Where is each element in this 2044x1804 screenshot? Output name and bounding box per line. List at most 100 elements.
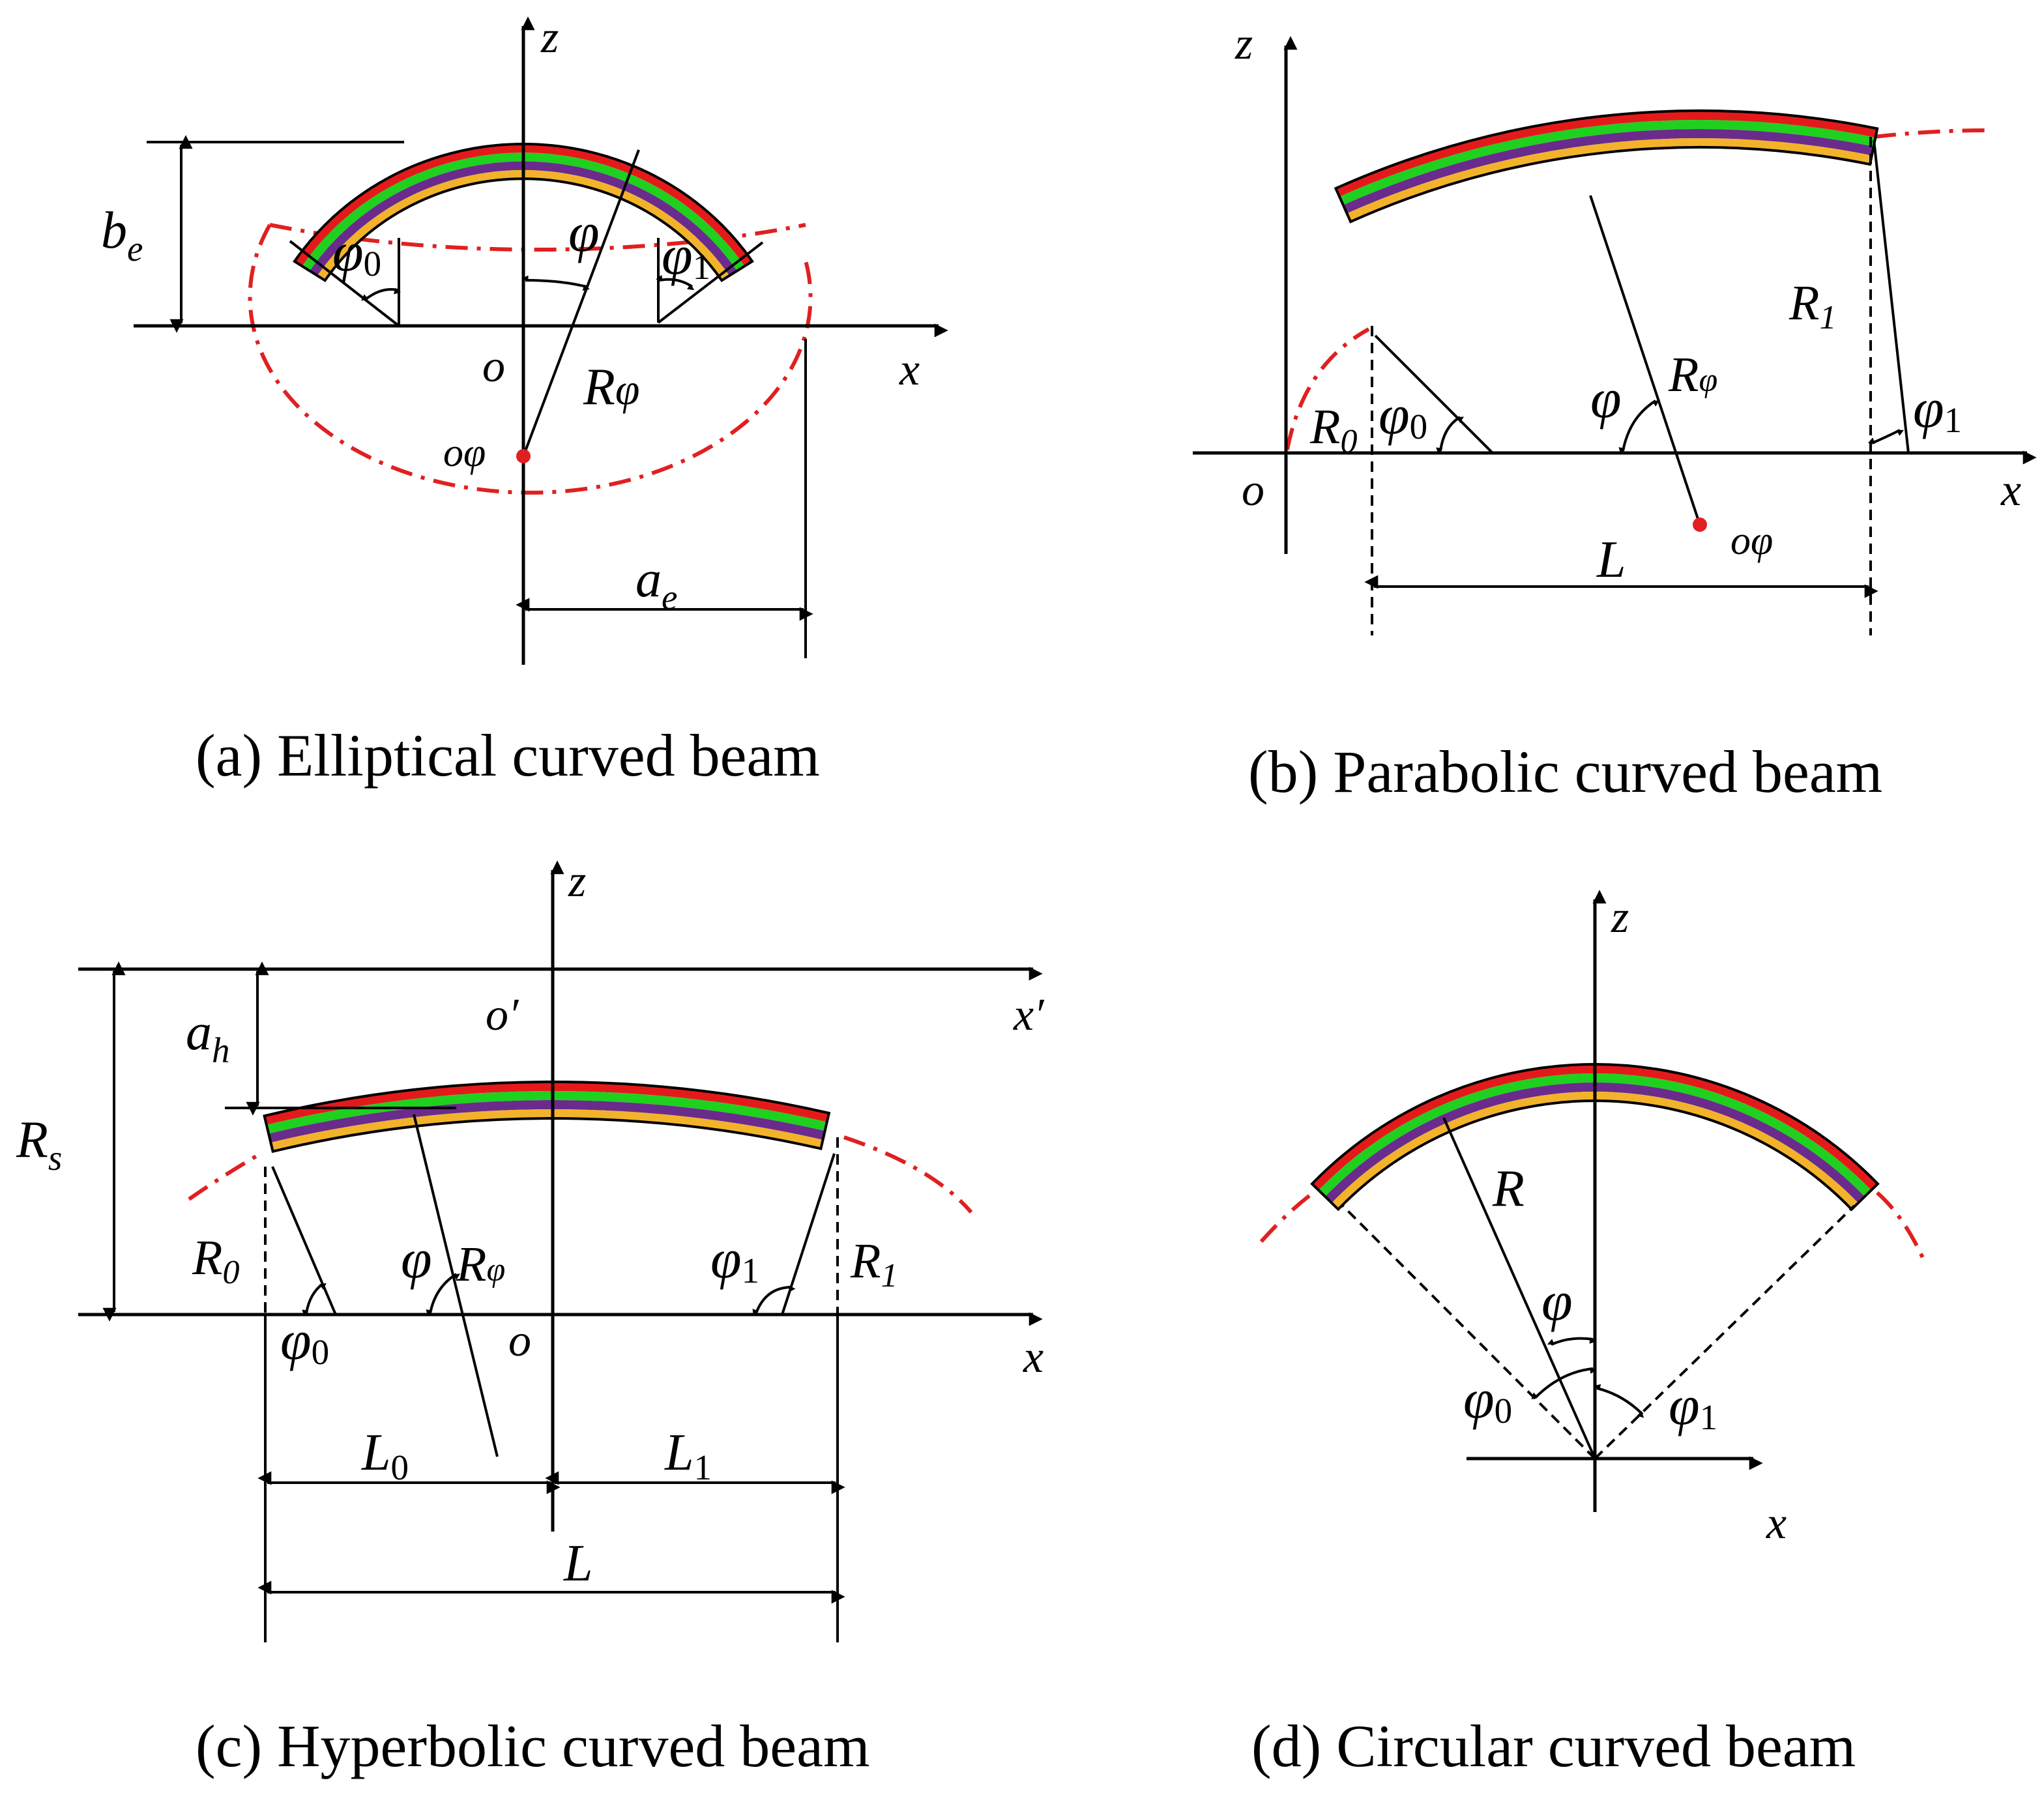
beam-layer (264, 1082, 829, 1125)
phi0-arc (302, 1283, 327, 1317)
hyperbola-guide-right (843, 1135, 973, 1214)
x-prime-label: x′ (1013, 990, 1045, 1040)
L-label: L (563, 1535, 593, 1592)
phi1-arc (656, 274, 695, 291)
R0-label: R0 (1309, 400, 1357, 460)
beam-layer (317, 169, 730, 281)
phi-arc (521, 275, 590, 291)
beam-outline (293, 143, 754, 282)
R1-label: R1 (1788, 276, 1836, 336)
ah-label: ah (186, 1004, 230, 1070)
beam-c (263, 1081, 831, 1154)
x-label: x (2000, 465, 2021, 516)
beam-layer (266, 1091, 827, 1134)
R-label: Rφ (456, 1237, 505, 1292)
beam-layer (1332, 1092, 1858, 1210)
R1-label: R1 (850, 1234, 898, 1294)
R0-label: R0 (192, 1230, 239, 1291)
phi-label: φ (1541, 1270, 1573, 1332)
phi-arc (1618, 400, 1659, 454)
panel-c: z x x′ o o′ ah Rs R0 R1 Rφ φ φ0 φ1 L0 L1… (16, 856, 1045, 1779)
R-label: Rφ (583, 358, 640, 416)
phi1-normal (657, 241, 764, 324)
beam-outline (263, 1081, 831, 1154)
phi0-normal (289, 240, 400, 327)
phi0-label: φ0 (1463, 1367, 1512, 1431)
origin-label: o (508, 1316, 531, 1366)
z-label: z (1234, 19, 1253, 69)
left-dashed (1341, 1204, 1596, 1460)
beam-layer (310, 161, 737, 276)
center-dot (1693, 517, 1707, 532)
phi0-arc (1531, 1367, 1597, 1400)
panel-d: z x R φ φ0 φ1 (d) Circular curved beam (1251, 890, 1925, 1779)
L-label: L (1596, 531, 1626, 589)
phi-label: φ (401, 1227, 432, 1290)
x-label: x (1766, 1498, 1787, 1549)
phi1-arc (1594, 1384, 1644, 1418)
phi0-normal (1374, 334, 1494, 454)
radius-line (522, 149, 640, 457)
hyperbola-guide-left (188, 1152, 262, 1201)
o-phi-label: oφ (443, 431, 486, 475)
origin-label: o (1242, 465, 1264, 516)
beam-b (1334, 109, 1879, 224)
Rs-label: Rs (16, 1111, 62, 1178)
phi-label: φ (568, 201, 600, 263)
circle-guide-left (1259, 1191, 1315, 1243)
beam-layer (1339, 120, 1876, 205)
R1-normal (1873, 139, 1910, 454)
phi0-arc (1436, 416, 1465, 455)
z-label: z (540, 12, 559, 63)
b-label: be (101, 202, 143, 269)
phi1-normal (781, 1153, 836, 1315)
beam-layer (270, 1109, 823, 1152)
beam-layer (1347, 138, 1872, 222)
L1-label: L1 (664, 1424, 712, 1487)
beam-d (1310, 1062, 1880, 1212)
z-label: z (568, 856, 586, 907)
phi1-arc (752, 1285, 796, 1317)
x-label: x (899, 345, 920, 395)
beam-layer (1319, 1073, 1871, 1197)
phi-label: φ (1590, 367, 1622, 429)
caption-c: (c) Hyperbolic curved beam (196, 1713, 870, 1779)
parabola-guide-right (1873, 128, 1989, 139)
L0-label: L0 (361, 1424, 409, 1487)
R-label: Rφ (1668, 347, 1717, 402)
beam-layer (1325, 1082, 1865, 1203)
right-dashed (1594, 1204, 1856, 1460)
origin-label: o (482, 342, 505, 392)
radius-line (1589, 195, 1701, 525)
center-dot (516, 449, 531, 463)
phi0-label: φ0 (280, 1309, 329, 1372)
parabola-guide (1285, 327, 1370, 450)
phi-arc (426, 1273, 460, 1317)
phi0-label: φ0 (332, 220, 381, 284)
phi0-arc (361, 287, 401, 301)
phi1-arc (1867, 429, 1905, 444)
beam-layer (1311, 1064, 1878, 1191)
z-label: z (1611, 892, 1629, 942)
x-label: x (1023, 1332, 1044, 1382)
caption-d: (d) Circular curved beam (1251, 1713, 1856, 1779)
panel-a: z x o be ae oφ Rφ φ φ0 φ1 (a) Elliptical… (101, 12, 948, 789)
caption-b: (b) Parabolic curved beam (1248, 738, 1882, 805)
o-phi-label: oφ (1730, 519, 1773, 563)
caption-a: (a) Elliptical curved beam (196, 722, 820, 789)
beam-outline (1310, 1062, 1880, 1212)
phi0-normal (271, 1166, 337, 1315)
phi1-label: φ1 (1669, 1374, 1717, 1437)
panel-b: z x o oφ R0 R1 Rφ φ φ0 φ1 L (b) Paraboli… (1193, 19, 2037, 805)
phi0-label: φ0 (1379, 383, 1427, 446)
radius-line (1442, 1117, 1596, 1459)
origin-prime-label: o′ (486, 990, 519, 1040)
circle-guide-right (1876, 1191, 1925, 1259)
beam-layer (269, 1100, 825, 1143)
beam-layer (1343, 129, 1874, 214)
R-label: R (1492, 1160, 1525, 1217)
phi1-label: φ1 (1913, 377, 1962, 440)
beam-layer (302, 153, 745, 271)
phi1-label: φ1 (662, 224, 710, 287)
